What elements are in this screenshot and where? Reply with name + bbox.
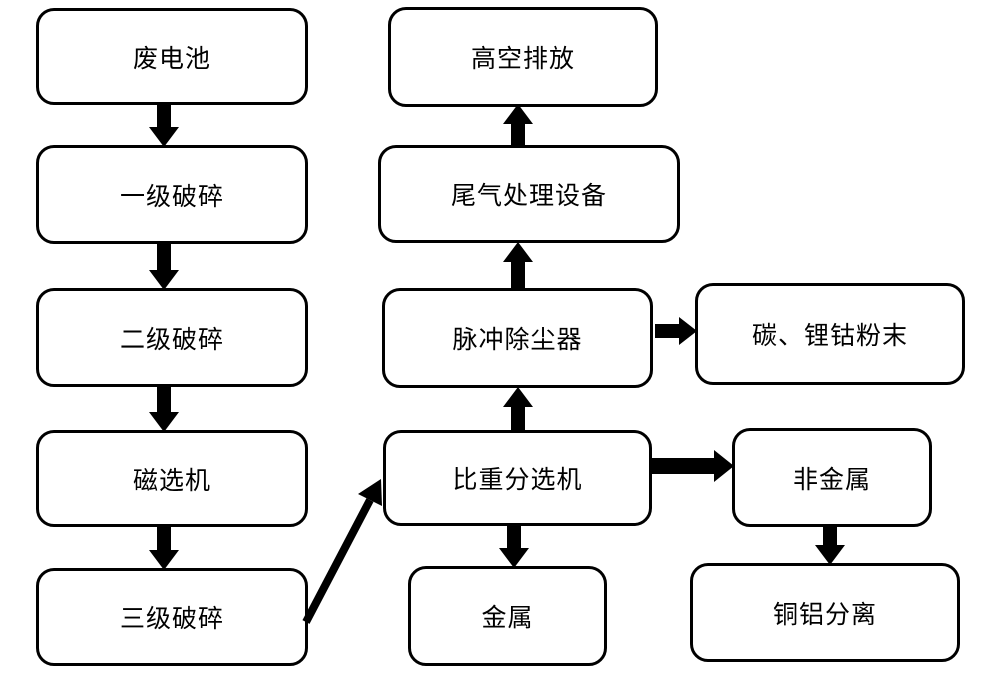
node-gravity-separator: 比重分选机 — [383, 430, 652, 526]
node-pulse-dust-collector: 脉冲除尘器 — [382, 288, 653, 388]
node-tertiary-crushing: 三级破碎 — [36, 568, 308, 666]
arrow-waste-battery-to-primary-crushing — [149, 105, 179, 147]
node-exhaust-gas-treatment: 尾气处理设备 — [378, 145, 680, 243]
node-primary-crushing: 一级破碎 — [36, 145, 308, 244]
node-carbon-lithium-cobalt-powder: 碳、锂钴粉末 — [695, 283, 965, 385]
arrow-pulse-dust-collector-to-powder — [655, 317, 697, 345]
arrow-gravity-separator-to-metal — [499, 526, 529, 568]
arrow-pulse-dust-collector-to-exhaust-treatment — [503, 242, 533, 290]
arrow-gravity-separator-to-pulse-dust-collector — [503, 387, 533, 432]
node-waste-battery: 废电池 — [36, 8, 308, 105]
arrow-non-metal-to-copper-aluminum-separation — [815, 525, 845, 565]
arrow-exhaust-treatment-to-high-altitude-discharge — [503, 104, 533, 147]
arrow-magnetic-separator-to-tertiary-crushing — [149, 527, 179, 570]
arrow-primary-to-secondary-crushing — [149, 244, 179, 290]
node-magnetic-separator: 磁选机 — [36, 430, 308, 527]
arrow-tertiary-crushing-to-gravity-separator-shaft — [302, 498, 374, 624]
arrow-gravity-separator-to-non-metal — [649, 450, 734, 482]
arrow-secondary-crushing-to-magnetic-separator — [149, 387, 179, 432]
node-high-altitude-discharge: 高空排放 — [388, 7, 658, 107]
node-copper-aluminum-separation: 铜铝分离 — [690, 563, 960, 662]
node-metal: 金属 — [408, 566, 607, 666]
arrow-tertiary-crushing-to-gravity-separator-head — [358, 479, 382, 506]
node-non-metal: 非金属 — [732, 428, 932, 527]
node-secondary-crushing: 二级破碎 — [36, 288, 308, 387]
